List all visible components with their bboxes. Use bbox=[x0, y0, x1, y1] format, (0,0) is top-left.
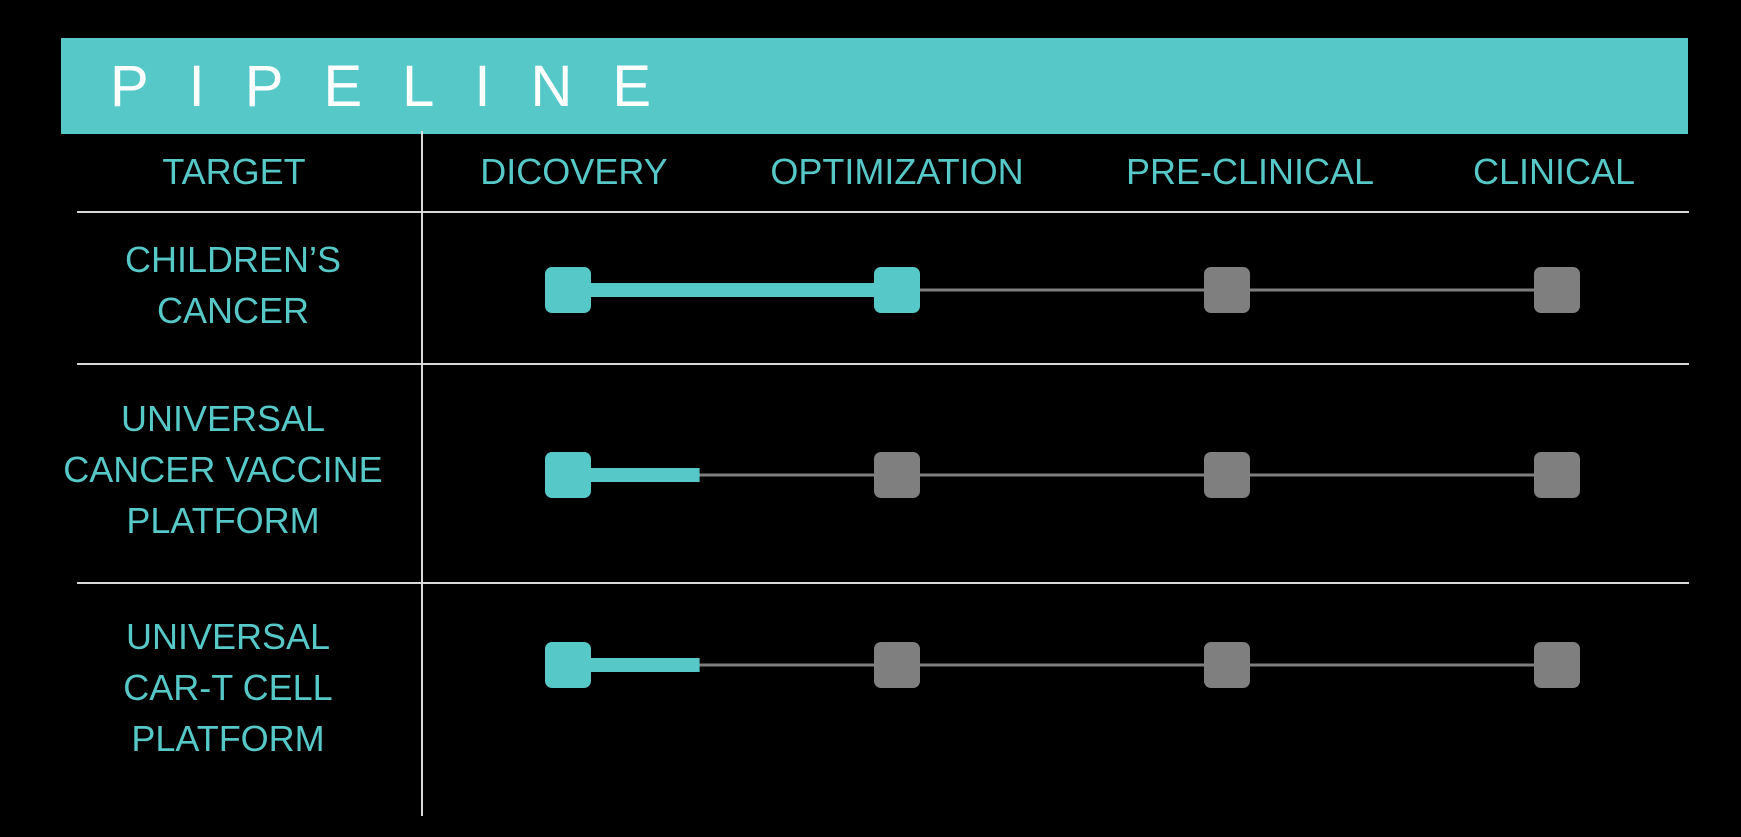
title-banner bbox=[61, 38, 1688, 134]
page-title: PIPELINE bbox=[110, 54, 692, 119]
column-header-discovery: DICOVERY bbox=[480, 151, 668, 192]
row-label-line: CAR-T CELL bbox=[123, 667, 333, 708]
stage-marker-pending bbox=[1204, 642, 1250, 688]
stage-marker-complete bbox=[874, 267, 920, 313]
row-label-line: UNIVERSAL bbox=[120, 398, 326, 439]
progress-bar bbox=[568, 658, 700, 672]
column-header-pre-clinical: PRE-CLINICAL bbox=[1125, 151, 1375, 192]
stage-marker-pending bbox=[1204, 267, 1250, 313]
column-divider bbox=[421, 131, 423, 816]
row-label-line: PLATFORM bbox=[126, 500, 320, 541]
row-divider bbox=[77, 582, 1689, 584]
column-header-clinical: CLINICAL bbox=[1472, 151, 1636, 192]
column-header-optimization: OPTIMIZATION bbox=[770, 151, 1024, 192]
header-rule bbox=[77, 211, 1689, 213]
stage-marker-pending bbox=[874, 452, 920, 498]
stage-marker-pending bbox=[1534, 267, 1580, 313]
stage-marker-pending bbox=[1204, 452, 1250, 498]
row-label-line: CHILDREN’S bbox=[124, 239, 342, 280]
stage-marker-pending bbox=[1534, 642, 1580, 688]
row-divider bbox=[77, 363, 1689, 365]
stage-marker-complete bbox=[545, 452, 591, 498]
progress-bar bbox=[568, 283, 897, 297]
row-label-line: CANCER VACCINE bbox=[63, 449, 383, 490]
row-label-universal-car-t: UNIVERSAL CAR-T CELL PLATFORM bbox=[58, 611, 398, 764]
row-label-line: PLATFORM bbox=[131, 718, 325, 759]
row-label-line: UNIVERSAL bbox=[125, 616, 331, 657]
stage-marker-pending bbox=[874, 642, 920, 688]
row-label-childrens-cancer: CHILDREN’S CANCER bbox=[63, 234, 403, 336]
row-label-line: CANCER bbox=[156, 290, 309, 331]
row-label-universal-cancer-vaccine: UNIVERSAL CANCER VACCINE PLATFORM bbox=[53, 393, 393, 546]
stage-marker-complete bbox=[545, 267, 591, 313]
stage-marker-pending bbox=[1534, 452, 1580, 498]
stage-marker-complete bbox=[545, 642, 591, 688]
progress-bar bbox=[568, 468, 700, 482]
column-header-target: TARGET bbox=[162, 151, 306, 192]
